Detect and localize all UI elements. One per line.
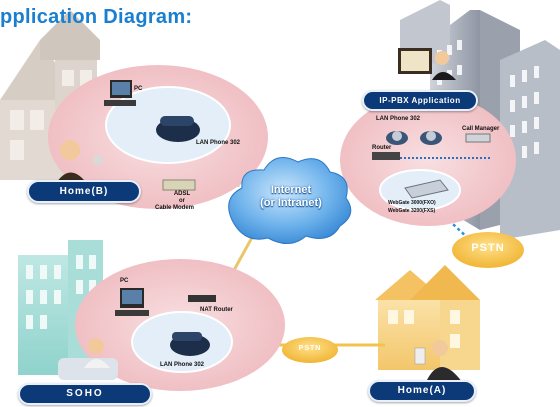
soho-pc-label: PC — [120, 278, 129, 284]
home-a-house — [375, 265, 480, 370]
cloud-label: Internet (or Intranet) — [236, 184, 346, 210]
pstn-right-label: PSTN — [471, 242, 505, 254]
cloud-line-2: (or Intranet) — [260, 197, 322, 209]
home-b-label: Home(B) — [27, 180, 141, 203]
soho-phone-label: LAN Phone 302 — [160, 362, 205, 368]
home-b-modem-label-2: or — [179, 198, 185, 204]
home-a-person — [414, 340, 462, 382]
soho-label: SOHO — [18, 383, 152, 405]
home-b-modem-label-1: ADSL — [173, 191, 191, 197]
ippbx-site — [340, 48, 516, 226]
diagram-title: pplication Diagram: — [0, 6, 193, 28]
cloud-line-1: Internet — [270, 184, 312, 196]
home-a-label: Home(A) — [368, 380, 476, 402]
ippbx-gateway-fxs-label: WebGate 3200(FXS) — [388, 208, 436, 214]
home-b-modem-label-3: Cable Modem — [155, 205, 195, 211]
home-b-phone-label: LAN Phone 302 — [196, 140, 241, 146]
ippbx-phone-label: LAN Phone 302 — [376, 116, 421, 122]
ippbx-gateway-fxo-label: WebGate 3000(FXO) — [388, 200, 436, 206]
home-b-pc-label: PC — [134, 86, 143, 92]
pstn-bottom-label: PSTN — [298, 345, 322, 352]
ippbx-label: IP-PBX Application — [362, 90, 478, 111]
soho-router-label: NAT Router — [200, 307, 233, 313]
soho-site — [58, 259, 285, 391]
home-b-site — [48, 65, 268, 209]
pstn-bubbles — [282, 232, 524, 363]
ippbx-call-manager-label: Call Manager — [462, 126, 500, 132]
ippbx-router-label: Router — [372, 145, 392, 151]
internet-cloud — [228, 157, 352, 244]
